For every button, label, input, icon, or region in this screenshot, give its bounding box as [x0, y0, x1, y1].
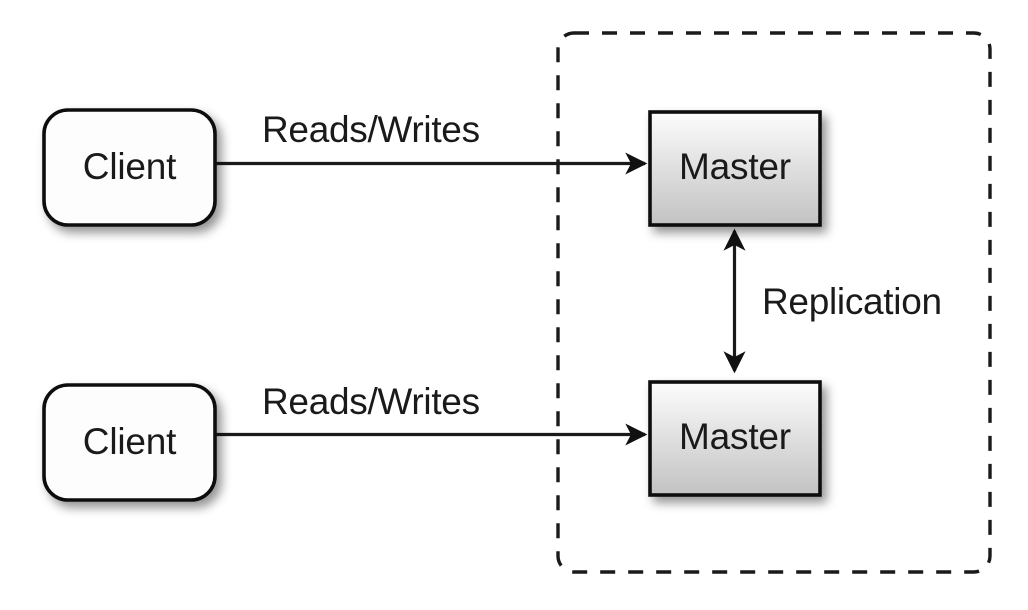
master-top-label: Master [679, 146, 791, 187]
master-top-shape[interactable] [648, 110, 822, 227]
node-client-bottom[interactable]: Client [42, 383, 217, 502]
edge-label-reads-writes-bottom: Reads/Writes [262, 381, 480, 422]
client-top-label: Client [83, 146, 177, 187]
edge-label-reads-writes-top: Reads/Writes [262, 109, 480, 150]
edge-label-replication: Replication [762, 281, 942, 322]
client-top-shape[interactable] [42, 108, 217, 227]
replication-cluster-boundary [556, 31, 992, 574]
client-bottom-label: Client [83, 421, 177, 462]
node-client-top[interactable]: Client [42, 108, 217, 227]
master-bottom-label: Master [679, 416, 791, 457]
node-master-bottom[interactable]: Master [648, 380, 822, 497]
master-bottom-shape[interactable] [648, 380, 822, 497]
node-master-top[interactable]: Master [648, 110, 822, 227]
client-bottom-shape[interactable] [42, 383, 217, 502]
